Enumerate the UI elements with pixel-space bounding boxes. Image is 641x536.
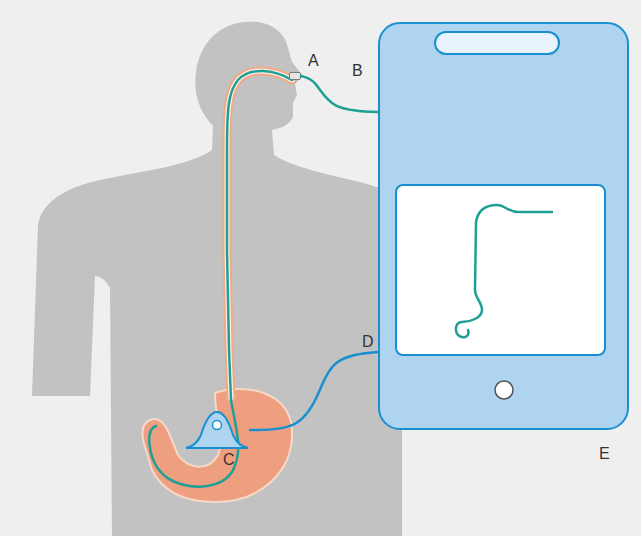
sensor-cable	[250, 352, 378, 430]
part-letter: B	[352, 61, 363, 81]
sensor-outline	[184, 408, 250, 452]
device-handle	[435, 32, 559, 54]
body-silhouette	[32, 22, 402, 536]
tube-lead	[301, 76, 378, 112]
part-letter: A	[308, 51, 319, 71]
part-letter: E	[599, 444, 610, 464]
nose-connector: A	[289, 72, 301, 80]
feeding-tube	[149, 71, 292, 487]
part-letter: C	[223, 450, 235, 470]
device-screen	[396, 185, 605, 355]
esophagus-lumen	[227, 71, 292, 398]
monitor-device: E	[378, 22, 629, 430]
part-letter: D	[362, 332, 374, 352]
sensor-body	[186, 412, 248, 448]
sensor-indicator	[213, 421, 222, 430]
abdominal-sensor: C	[184, 408, 250, 452]
stomach	[143, 389, 293, 502]
screen-tube-trace	[456, 205, 552, 337]
device-button	[495, 381, 513, 399]
esophagus-wall	[227, 71, 292, 398]
